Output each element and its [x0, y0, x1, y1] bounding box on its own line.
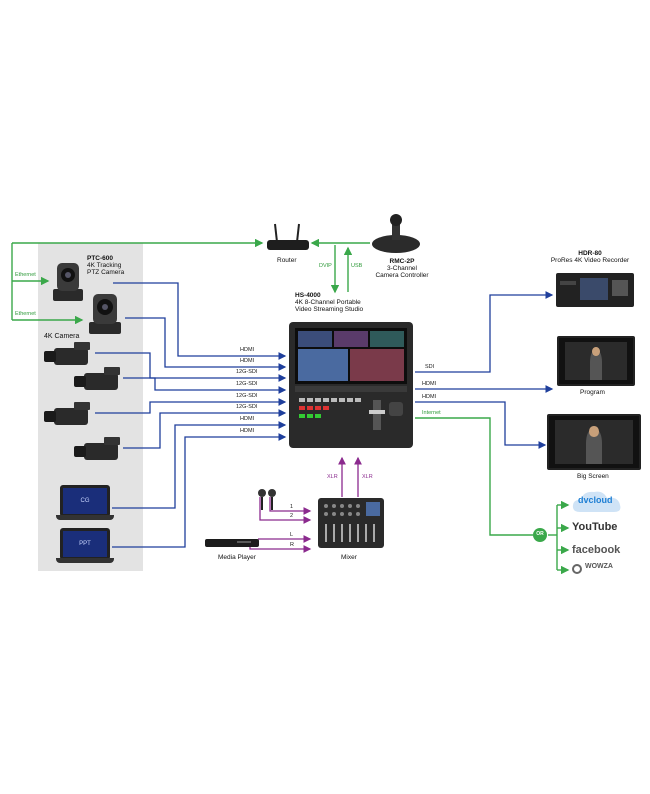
camcorder-icon: [44, 402, 96, 430]
ppt-label: PPT: [79, 540, 91, 547]
or-node: [533, 528, 547, 542]
ppt-laptop: PPT: [56, 528, 114, 564]
router-icon: [265, 222, 311, 254]
input-label-8: HDMI: [240, 428, 255, 434]
hs4000-studio-device: [289, 322, 413, 448]
youtube-logo: YouTube: [572, 521, 618, 533]
input-label-1: HDMI: [240, 347, 255, 353]
dvcloud-logo: dvcloud: [570, 488, 630, 516]
mixer-input-1: 1: [290, 504, 294, 510]
input-label-4: 12G-SDI: [236, 381, 258, 387]
or-label: OR: [536, 531, 544, 537]
camcorder-icon: [44, 342, 96, 370]
sdi-output-label: SDI: [425, 364, 435, 370]
camcorder-icon: [74, 367, 126, 395]
hdr80-recorder: [556, 273, 634, 307]
camcorder-icon: [74, 437, 126, 465]
input-label-3: 12G-SDI: [236, 369, 258, 375]
microphone-icon: [255, 488, 279, 512]
hdmi-output-label-2: HDMI: [422, 394, 437, 400]
program-label: Program: [580, 389, 605, 396]
xlr-label-1: XLR: [327, 474, 338, 480]
audio-mixer: [318, 498, 384, 548]
ethernet-label-2: Ethernet: [15, 311, 36, 317]
input-label-5: 12G-SDI: [236, 393, 258, 399]
input-label-2: HDMI: [240, 358, 255, 364]
big-screen-label: Big Screen: [577, 473, 609, 480]
usb-label: USB: [351, 263, 363, 269]
router-label: Router: [277, 257, 297, 264]
media-player-label: Media Player: [218, 554, 256, 561]
media-player-icon: [205, 536, 259, 548]
xlr-label-2: XLR: [362, 474, 373, 480]
dvip-label: DVIP: [319, 263, 332, 269]
big-screen-monitor: [547, 414, 641, 470]
mixer-input-r: R: [290, 542, 294, 548]
ethernet-label-1: Ethernet: [15, 272, 36, 278]
program-monitor: [557, 336, 635, 386]
input-label-7: HDMI: [240, 416, 255, 422]
camera-controller-icon: [370, 212, 422, 254]
cg-laptop: CG: [56, 485, 114, 521]
mixer-input-l: L: [290, 532, 294, 538]
mixer-label: Mixer: [341, 554, 357, 561]
ptz-camera-icon: [86, 288, 124, 336]
4k-camera-label: 4K Camera: [44, 333, 80, 340]
mixer-input-2: 2: [290, 513, 294, 519]
wowza-logo: WOWZA: [572, 563, 632, 577]
input-label-6: 12G-SDI: [236, 404, 258, 410]
internet-label: Internet: [422, 410, 441, 416]
cg-label: CG: [80, 497, 90, 504]
ptz-camera-icon: [50, 257, 86, 303]
hdmi-output-label-1: HDMI: [422, 381, 437, 387]
facebook-logo: facebook: [572, 544, 621, 556]
